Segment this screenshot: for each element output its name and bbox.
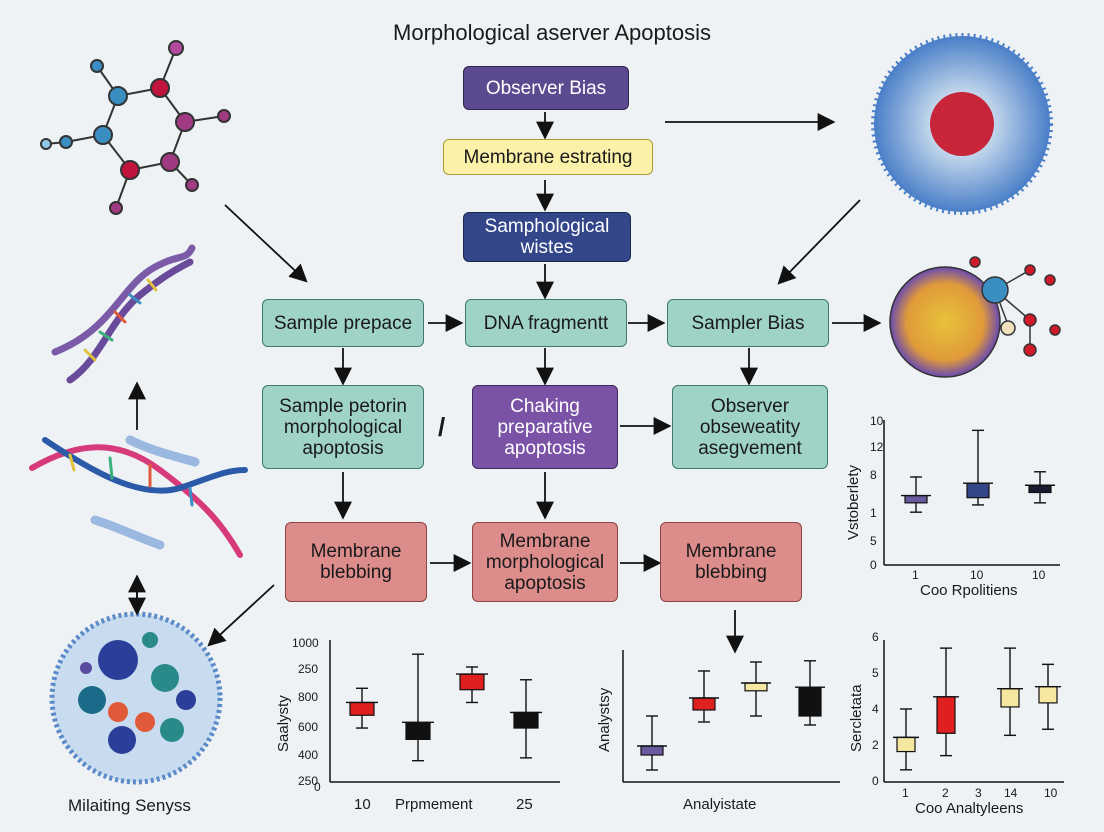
chart-4-ytick: 0 bbox=[872, 774, 879, 788]
chart-2-xlabel: Prpmement bbox=[395, 796, 473, 813]
box-plot-box bbox=[904, 495, 928, 504]
box-plot-box bbox=[1028, 484, 1052, 494]
chart-1-xtick: 10 bbox=[1032, 568, 1046, 582]
box-plot-box bbox=[640, 745, 664, 756]
box-membrane-morphological: Membrane morphological apoptosis bbox=[472, 522, 618, 602]
chart-1-xtick: 1 bbox=[912, 568, 919, 582]
chart-2-ytick: 250 bbox=[298, 774, 319, 788]
chart-1-ytick: 10 bbox=[870, 414, 884, 428]
box-sample-petorin: Sample petorin morphological apoptosis bbox=[262, 385, 424, 469]
apoptotic-cell-illustration bbox=[49, 611, 223, 785]
chart-4-xtick: 14 bbox=[1004, 786, 1018, 800]
chart-1-ylabel: Vstoberlety bbox=[845, 464, 862, 540]
box-plot-box bbox=[349, 701, 375, 716]
box-plot-box bbox=[798, 686, 822, 717]
dna-helix-illustration bbox=[51, 244, 196, 384]
box-observer-bias: Observer Bias bbox=[463, 66, 629, 110]
box-dna-fragment: DNA fragmentt bbox=[465, 299, 627, 347]
box-membrane-blebbing-right: Membrane blebbing bbox=[660, 522, 802, 602]
chart-4-xtick: 1 bbox=[902, 786, 909, 800]
slash-mark: / bbox=[438, 412, 446, 442]
box-membrane-blebbing-left: Membrane blebbing bbox=[285, 522, 427, 602]
box-plot-box bbox=[1038, 686, 1058, 704]
chart-1-ytick: 1 bbox=[870, 506, 877, 520]
nanoparticle-cell-illustration bbox=[889, 256, 1061, 378]
box-plot-box bbox=[1000, 688, 1020, 708]
chart-2-xtick: 10 bbox=[354, 796, 371, 813]
chart-2-ylabel: Saalysty bbox=[275, 695, 292, 752]
chart-1-ytick: 0 bbox=[870, 558, 877, 572]
chart-2-ytick: 0 bbox=[314, 780, 321, 794]
chart-4-ytick: 5 bbox=[872, 666, 879, 680]
box-sampler-bias: Sampler Bias bbox=[667, 299, 829, 347]
chart-2-ytick: 600 bbox=[298, 720, 319, 734]
chart-4-ylabel: Sercletata bbox=[848, 684, 865, 752]
flow-arrows bbox=[128, 112, 882, 654]
chart-2-xtick: 25 bbox=[516, 796, 533, 813]
chart-2-ytick: 400 bbox=[298, 748, 319, 762]
chart-1-ytick: 12 bbox=[870, 440, 884, 454]
chart-4-xtick: 2 bbox=[942, 786, 949, 800]
box-plot-box bbox=[744, 682, 768, 692]
chart-4-xlabel: Coo Analtyleens bbox=[915, 800, 1024, 817]
box-plot-box bbox=[966, 482, 990, 499]
chart-1-ytick: 8 bbox=[870, 468, 877, 482]
chart-2-ytick: 1000 bbox=[292, 636, 319, 650]
chart-3-ylabel: Analystsy bbox=[596, 687, 613, 752]
blebbing-cell-illustration bbox=[871, 33, 1053, 215]
box-samphological-wistes: Samphological wistes bbox=[463, 212, 631, 262]
box-sample-prepace: Sample prepace bbox=[262, 299, 424, 347]
chart-1-xlabel: Coo Rpolitiens bbox=[920, 582, 1018, 599]
chart-4-xtick: 3 bbox=[975, 786, 982, 800]
box-plot-box bbox=[692, 697, 716, 711]
chart-1-xtick: 10 bbox=[970, 568, 984, 582]
box-plot-box bbox=[896, 736, 916, 753]
box-plot-box bbox=[936, 696, 956, 734]
chart-3-xlabel: Analyistate bbox=[683, 796, 757, 813]
box-observer-observeatity: Observer obseweatity asegvement bbox=[672, 385, 828, 469]
box-chaking-preparative: Chaking preparative apoptosis bbox=[472, 385, 618, 469]
chart-4-ytick: 2 bbox=[872, 738, 879, 752]
box-plot-box bbox=[405, 721, 431, 740]
chart-1-ytick: 5 bbox=[870, 534, 877, 548]
diagram-title: Morphological aserver Apoptosis bbox=[393, 20, 711, 45]
chart-2-ytick: 250 bbox=[298, 662, 319, 676]
cell-caption: Milaiting Senyss bbox=[68, 796, 191, 815]
chart-4-xtick: 10 bbox=[1044, 786, 1058, 800]
box-plot-box bbox=[459, 673, 485, 691]
dna-double-helix-illustration bbox=[29, 435, 248, 558]
chart-2-ytick: 800 bbox=[298, 690, 319, 704]
molecule-illustration bbox=[40, 40, 231, 215]
box-membrane-estrating: Membrane estrating bbox=[443, 139, 653, 175]
box-plot-box bbox=[513, 711, 539, 729]
chart-4-ytick: 4 bbox=[872, 702, 879, 716]
chart-4-ytick: 6 bbox=[872, 630, 879, 644]
